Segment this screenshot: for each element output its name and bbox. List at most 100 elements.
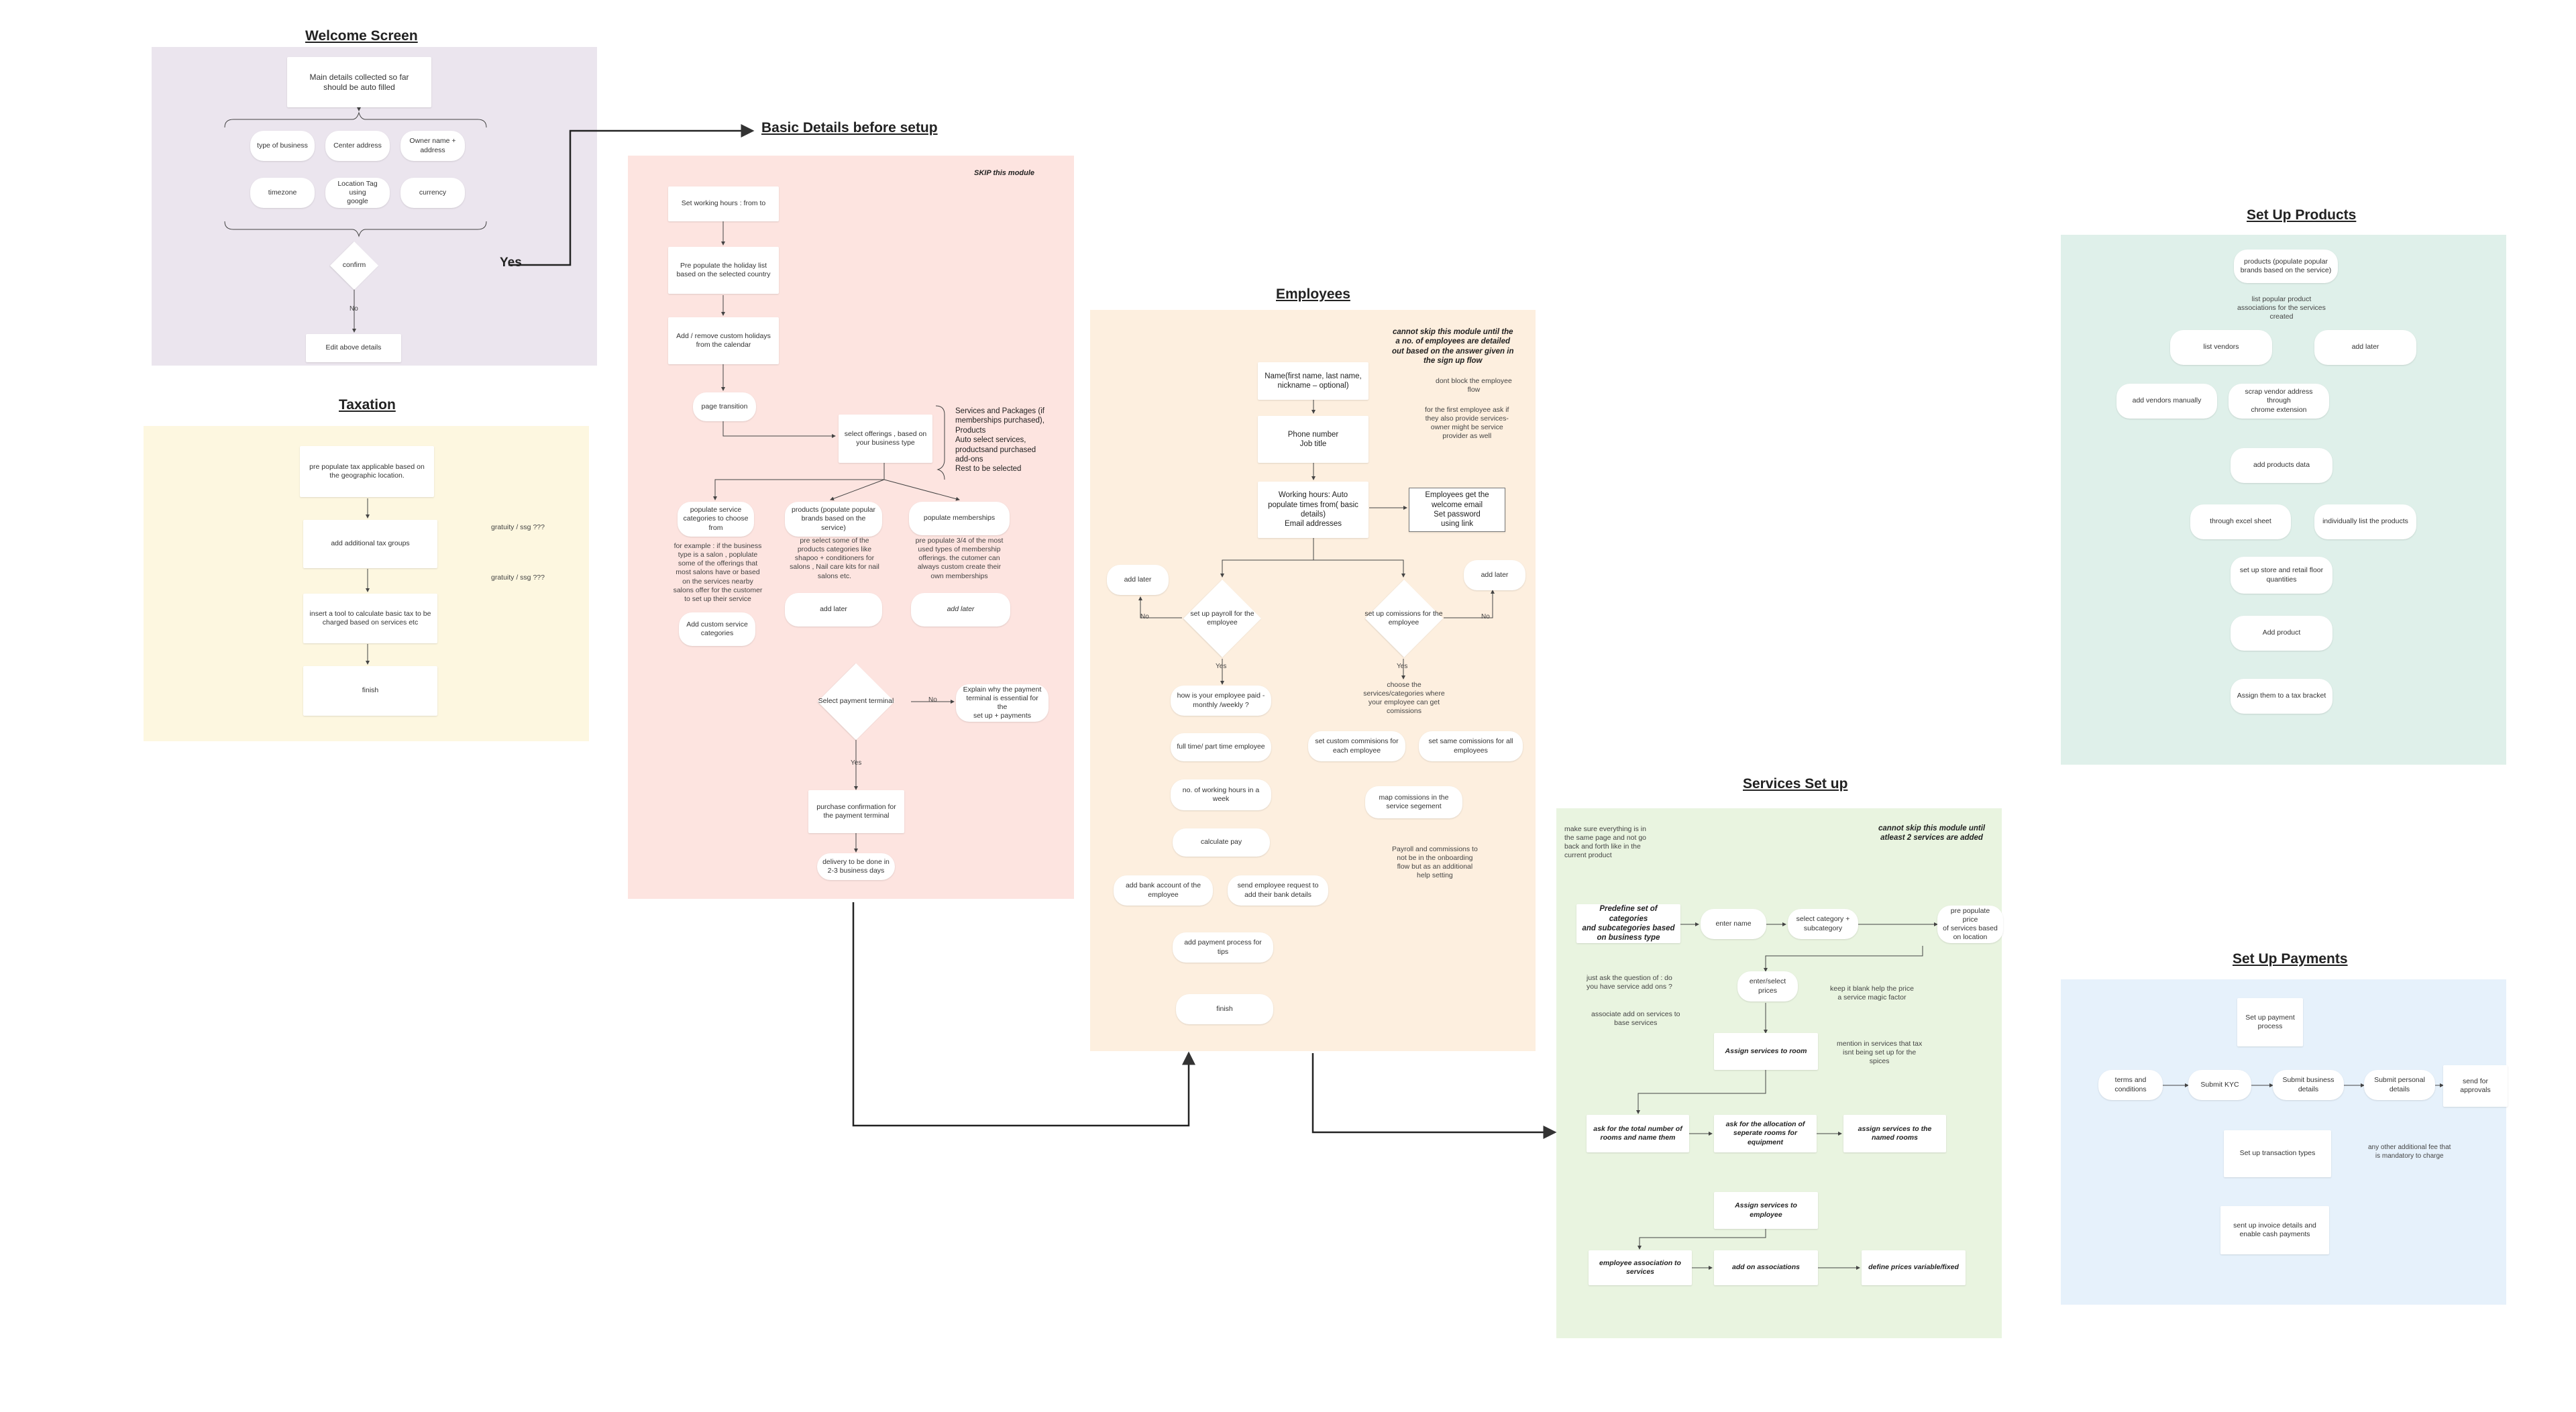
employee-association-node[interactable]: employee association to services xyxy=(1589,1250,1692,1285)
timezone-node[interactable]: timezone xyxy=(250,178,315,208)
gratuity-note-2: gratuity / ssg ??? xyxy=(491,574,545,582)
scrap-vendor-node[interactable]: scrap vendor address through chrome exte… xyxy=(2229,384,2329,419)
populate-memberships-node[interactable]: populate memberships xyxy=(909,502,1010,535)
location-tag-node[interactable]: Location Tag using google xyxy=(325,178,390,208)
setup-store-node[interactable]: set up store and retail floor quantities xyxy=(2231,557,2332,594)
invoice-details-node[interactable]: sent up invoice details and enable cash … xyxy=(2220,1206,2329,1254)
services-section xyxy=(1556,808,2002,1338)
predefine-categories-node[interactable]: Predefine set of categories and subcateg… xyxy=(1576,904,1680,943)
ask-allocation-node[interactable]: ask for the allocation of seperate rooms… xyxy=(1714,1115,1817,1152)
holiday-list-node[interactable]: Pre populate the holiday list based on t… xyxy=(668,247,779,294)
add-on-associations-node[interactable]: add on associations xyxy=(1714,1250,1818,1285)
tax-insert-tool-node[interactable]: insert a tool to calculate basic tax to … xyxy=(303,594,437,643)
add-product-node[interactable]: Add product xyxy=(2231,616,2332,651)
type-of-business-node[interactable]: type of business xyxy=(250,131,315,161)
submit-personal-node[interactable]: Submit personal details xyxy=(2364,1070,2435,1100)
memberships-add-later-node[interactable]: add later xyxy=(911,593,1010,627)
welcome-email-node[interactable]: Employees get the welcome email Set pass… xyxy=(1409,488,1505,532)
mention-services-note: mention in services that tax isnt being … xyxy=(1837,1040,1923,1066)
page-transition-node[interactable]: page transition xyxy=(693,392,756,421)
commissions-decision[interactable]: set up comissions for the employee xyxy=(1355,578,1452,659)
service-addons-note: just ask the question of : do you have s… xyxy=(1587,974,1672,991)
list-popular-note: list popular product associations for th… xyxy=(2237,295,2326,321)
send-approvals-node[interactable]: send for approvals xyxy=(2443,1065,2508,1107)
assign-named-rooms-node[interactable]: assign services to the named rooms xyxy=(1843,1115,1946,1152)
assign-room-node[interactable]: Assign services to room xyxy=(1714,1033,1818,1070)
choose-services-note: choose the services/categories where you… xyxy=(1363,681,1445,716)
center-address-node[interactable]: Center address xyxy=(325,131,390,161)
setup-payment-process-node[interactable]: Set up payment process xyxy=(2237,998,2303,1046)
payroll-decision[interactable]: set up payroll for the employee xyxy=(1175,578,1269,659)
how-paid-node[interactable]: how is your employee paid - monthly /wee… xyxy=(1171,686,1271,716)
products-populate-node[interactable]: products (populate popular brands based … xyxy=(785,502,882,537)
payment-no-label: No xyxy=(928,696,937,704)
payroll-add-later-node[interactable]: add later xyxy=(1107,565,1169,595)
products-section xyxy=(2061,235,2506,765)
full-time-node[interactable]: full time/ part time employee xyxy=(1171,733,1271,761)
employee-name-node[interactable]: Name(first name, last name, nickname – o… xyxy=(1258,362,1368,400)
services-packages-note: Services and Packages (if memberships pu… xyxy=(955,407,1044,474)
products-add-later-node[interactable]: add later xyxy=(2314,330,2416,365)
basic-details-title: Basic Details before setup xyxy=(761,120,938,135)
phone-job-node[interactable]: Phone number Job title xyxy=(1258,416,1368,463)
prepopulate-price-node[interactable]: pre populate price of services based on … xyxy=(1937,906,2003,943)
working-hours-node[interactable]: Set working hours : from to xyxy=(668,186,779,221)
select-category-node[interactable]: select category + subcategory xyxy=(1788,909,1858,939)
enter-prices-node[interactable]: enter/select prices xyxy=(1737,971,1798,1001)
payment-tips-node[interactable]: add payment process for tips xyxy=(1173,932,1273,963)
populate-service-node[interactable]: populate service categories to choose fr… xyxy=(678,502,754,537)
owner-name-node[interactable]: Owner name + address xyxy=(400,131,465,161)
payroll-no-label: No xyxy=(1140,613,1149,620)
define-prices-node[interactable]: define prices variable/fixed xyxy=(1862,1250,1966,1285)
basic-add-later-node[interactable]: add later xyxy=(785,593,882,627)
enter-name-node[interactable]: enter name xyxy=(1701,909,1766,939)
select-offerings-node[interactable]: select offerings , based on your busines… xyxy=(839,415,932,463)
welcome-title: Welcome Screen xyxy=(305,28,418,44)
taxation-title: Taxation xyxy=(339,397,396,413)
employee-working-hours-node[interactable]: Working hours: Auto populate times from(… xyxy=(1258,482,1368,538)
tax-finish-node[interactable]: finish xyxy=(303,666,437,716)
assign-employee-node[interactable]: Assign services to employee xyxy=(1714,1192,1818,1229)
welcome-no-label: No xyxy=(350,305,358,313)
services-title: Services Set up xyxy=(1743,776,1848,792)
map-commissions-node[interactable]: map comissions in the service segement xyxy=(1365,786,1462,818)
tax-prepopulate-node[interactable]: pre populate tax applicable based on the… xyxy=(300,446,434,497)
calculate-pay-node[interactable]: calculate pay xyxy=(1173,828,1270,857)
dont-block-note: dont block the employee flow xyxy=(1436,377,1512,394)
terms-conditions-node[interactable]: terms and conditions xyxy=(2098,1070,2163,1100)
excel-sheet-node[interactable]: through excel sheet xyxy=(2190,504,2291,539)
send-request-node[interactable]: send employee request to add their bank … xyxy=(1228,875,1328,906)
welcome-yes-label: Yes xyxy=(500,256,522,270)
products-populate-brands-node[interactable]: products (populate popular brands based … xyxy=(2234,250,2338,283)
add-custom-service-node[interactable]: Add custom service categories xyxy=(679,612,755,646)
list-vendors-node[interactable]: list vendors xyxy=(2170,330,2272,365)
add-products-data-node[interactable]: add products data xyxy=(2231,448,2332,483)
confirm-decision[interactable]: confirm xyxy=(321,241,388,290)
employees-finish-node[interactable]: finish xyxy=(1176,994,1273,1024)
payment-terminal-decision[interactable]: Select payment terminal xyxy=(802,663,910,741)
same-commission-node[interactable]: set same comissions for all employees xyxy=(1419,731,1523,761)
employees-title: Employees xyxy=(1276,286,1350,302)
delivery-node[interactable]: delivery to be done in 2-3 business days xyxy=(817,853,895,880)
transaction-types-node[interactable]: Set up transaction types xyxy=(2224,1130,2331,1177)
tax-add-groups-node[interactable]: add additional tax groups xyxy=(303,520,437,568)
bank-account-node[interactable]: add bank account of the employee xyxy=(1114,875,1213,906)
main-details-node[interactable]: Main details collected so far should be … xyxy=(287,57,431,107)
custom-commission-node[interactable]: set custom commisions for each employee xyxy=(1308,731,1405,761)
add-vendors-node[interactable]: add vendors manually xyxy=(2116,384,2217,419)
first-employee-note: for the first employee ask if they also … xyxy=(1425,406,1509,441)
individually-list-node[interactable]: individually list the products xyxy=(2314,504,2416,539)
working-hours-week-node[interactable]: no. of working hours in a week xyxy=(1171,779,1271,810)
associate-addon-note: associate add on services to base servic… xyxy=(1591,1010,1680,1028)
additional-fee-note: any other additional fee that is mandato… xyxy=(2368,1144,2451,1160)
custom-holidays-node[interactable]: Add / remove custom holidays from the ca… xyxy=(668,317,779,364)
commission-add-later-node[interactable]: add later xyxy=(1464,560,1525,590)
edit-details-node[interactable]: Edit above details xyxy=(306,334,401,362)
submit-kyc-node[interactable]: Submit KYC xyxy=(2188,1070,2251,1100)
explain-payment-node[interactable]: Explain why the payment terminal is esse… xyxy=(956,684,1049,722)
currency-node[interactable]: currency xyxy=(400,178,465,208)
submit-business-node[interactable]: Submit business details xyxy=(2273,1070,2344,1100)
purchase-confirmation-node[interactable]: purchase confirmation for the payment te… xyxy=(808,790,904,833)
ask-rooms-node[interactable]: ask for the total number of rooms and na… xyxy=(1587,1115,1689,1152)
assign-tax-node[interactable]: Assign them to a tax bracket xyxy=(2231,679,2332,714)
